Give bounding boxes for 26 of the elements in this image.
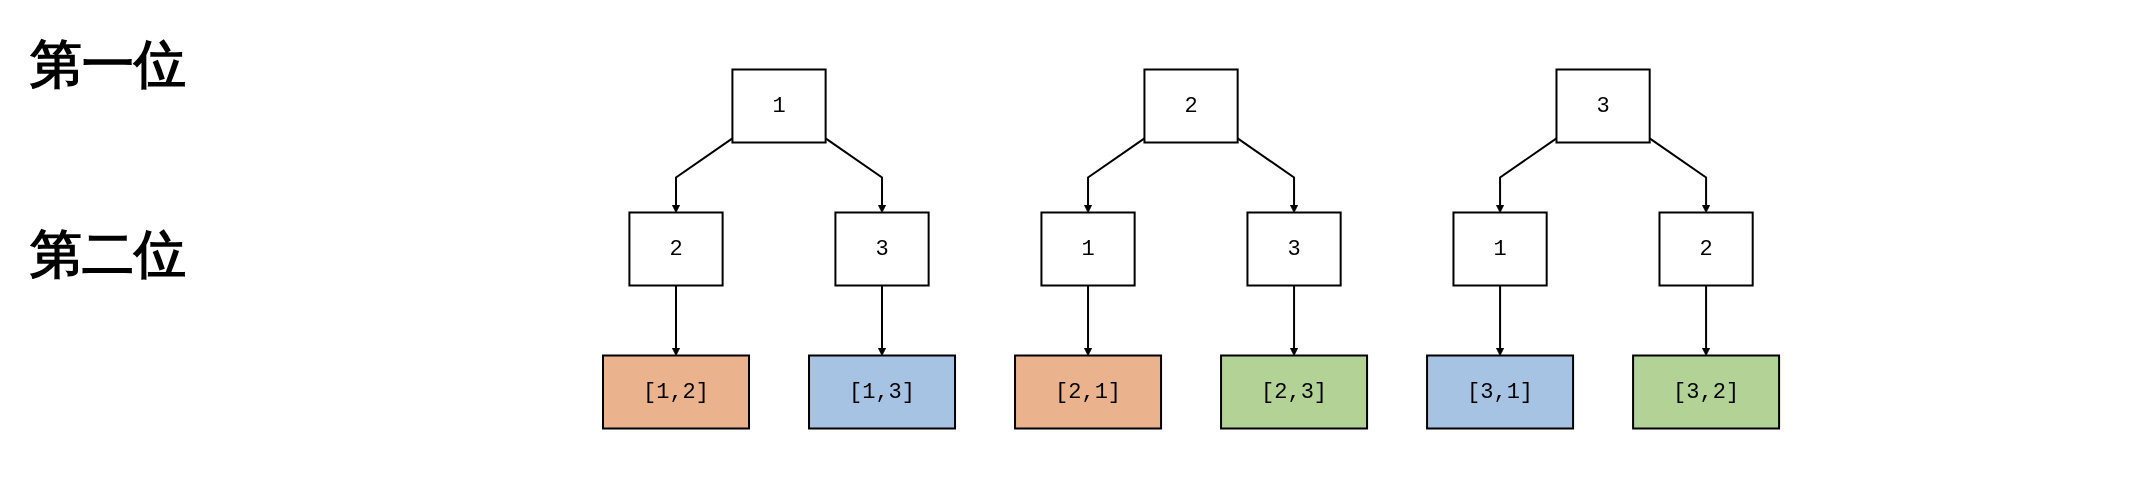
- arrow: [1701, 284, 1711, 356]
- arrow: [877, 284, 887, 356]
- node-box: 1: [731, 68, 827, 144]
- level-label: 第一位: [30, 32, 186, 96]
- arrow: [1495, 284, 1505, 356]
- node-box: 1: [1452, 211, 1548, 287]
- node-box: [1,3]: [807, 354, 956, 430]
- arrow: [671, 284, 681, 356]
- arrow: [824, 137, 887, 213]
- node-box: [3,1]: [1426, 354, 1575, 430]
- arrow: [1648, 137, 1711, 213]
- node-box: [2,3]: [1220, 354, 1368, 430]
- level-label: 第二位: [30, 222, 186, 286]
- node-box: [1,2]: [601, 354, 750, 430]
- node-box: [3,2]: [1632, 354, 1781, 430]
- node-box: 2: [1143, 68, 1239, 144]
- node-box: [2,1]: [1014, 354, 1162, 430]
- node-box: 2: [1658, 211, 1754, 287]
- node-box: 3: [834, 211, 930, 287]
- node-box: 3: [1555, 68, 1651, 144]
- node-box: 2: [628, 211, 724, 287]
- arrow: [1083, 284, 1093, 356]
- node-box: 1: [1040, 211, 1136, 287]
- arrow: [1236, 137, 1299, 213]
- node-box: 3: [1246, 211, 1342, 287]
- arrow: [1289, 284, 1299, 356]
